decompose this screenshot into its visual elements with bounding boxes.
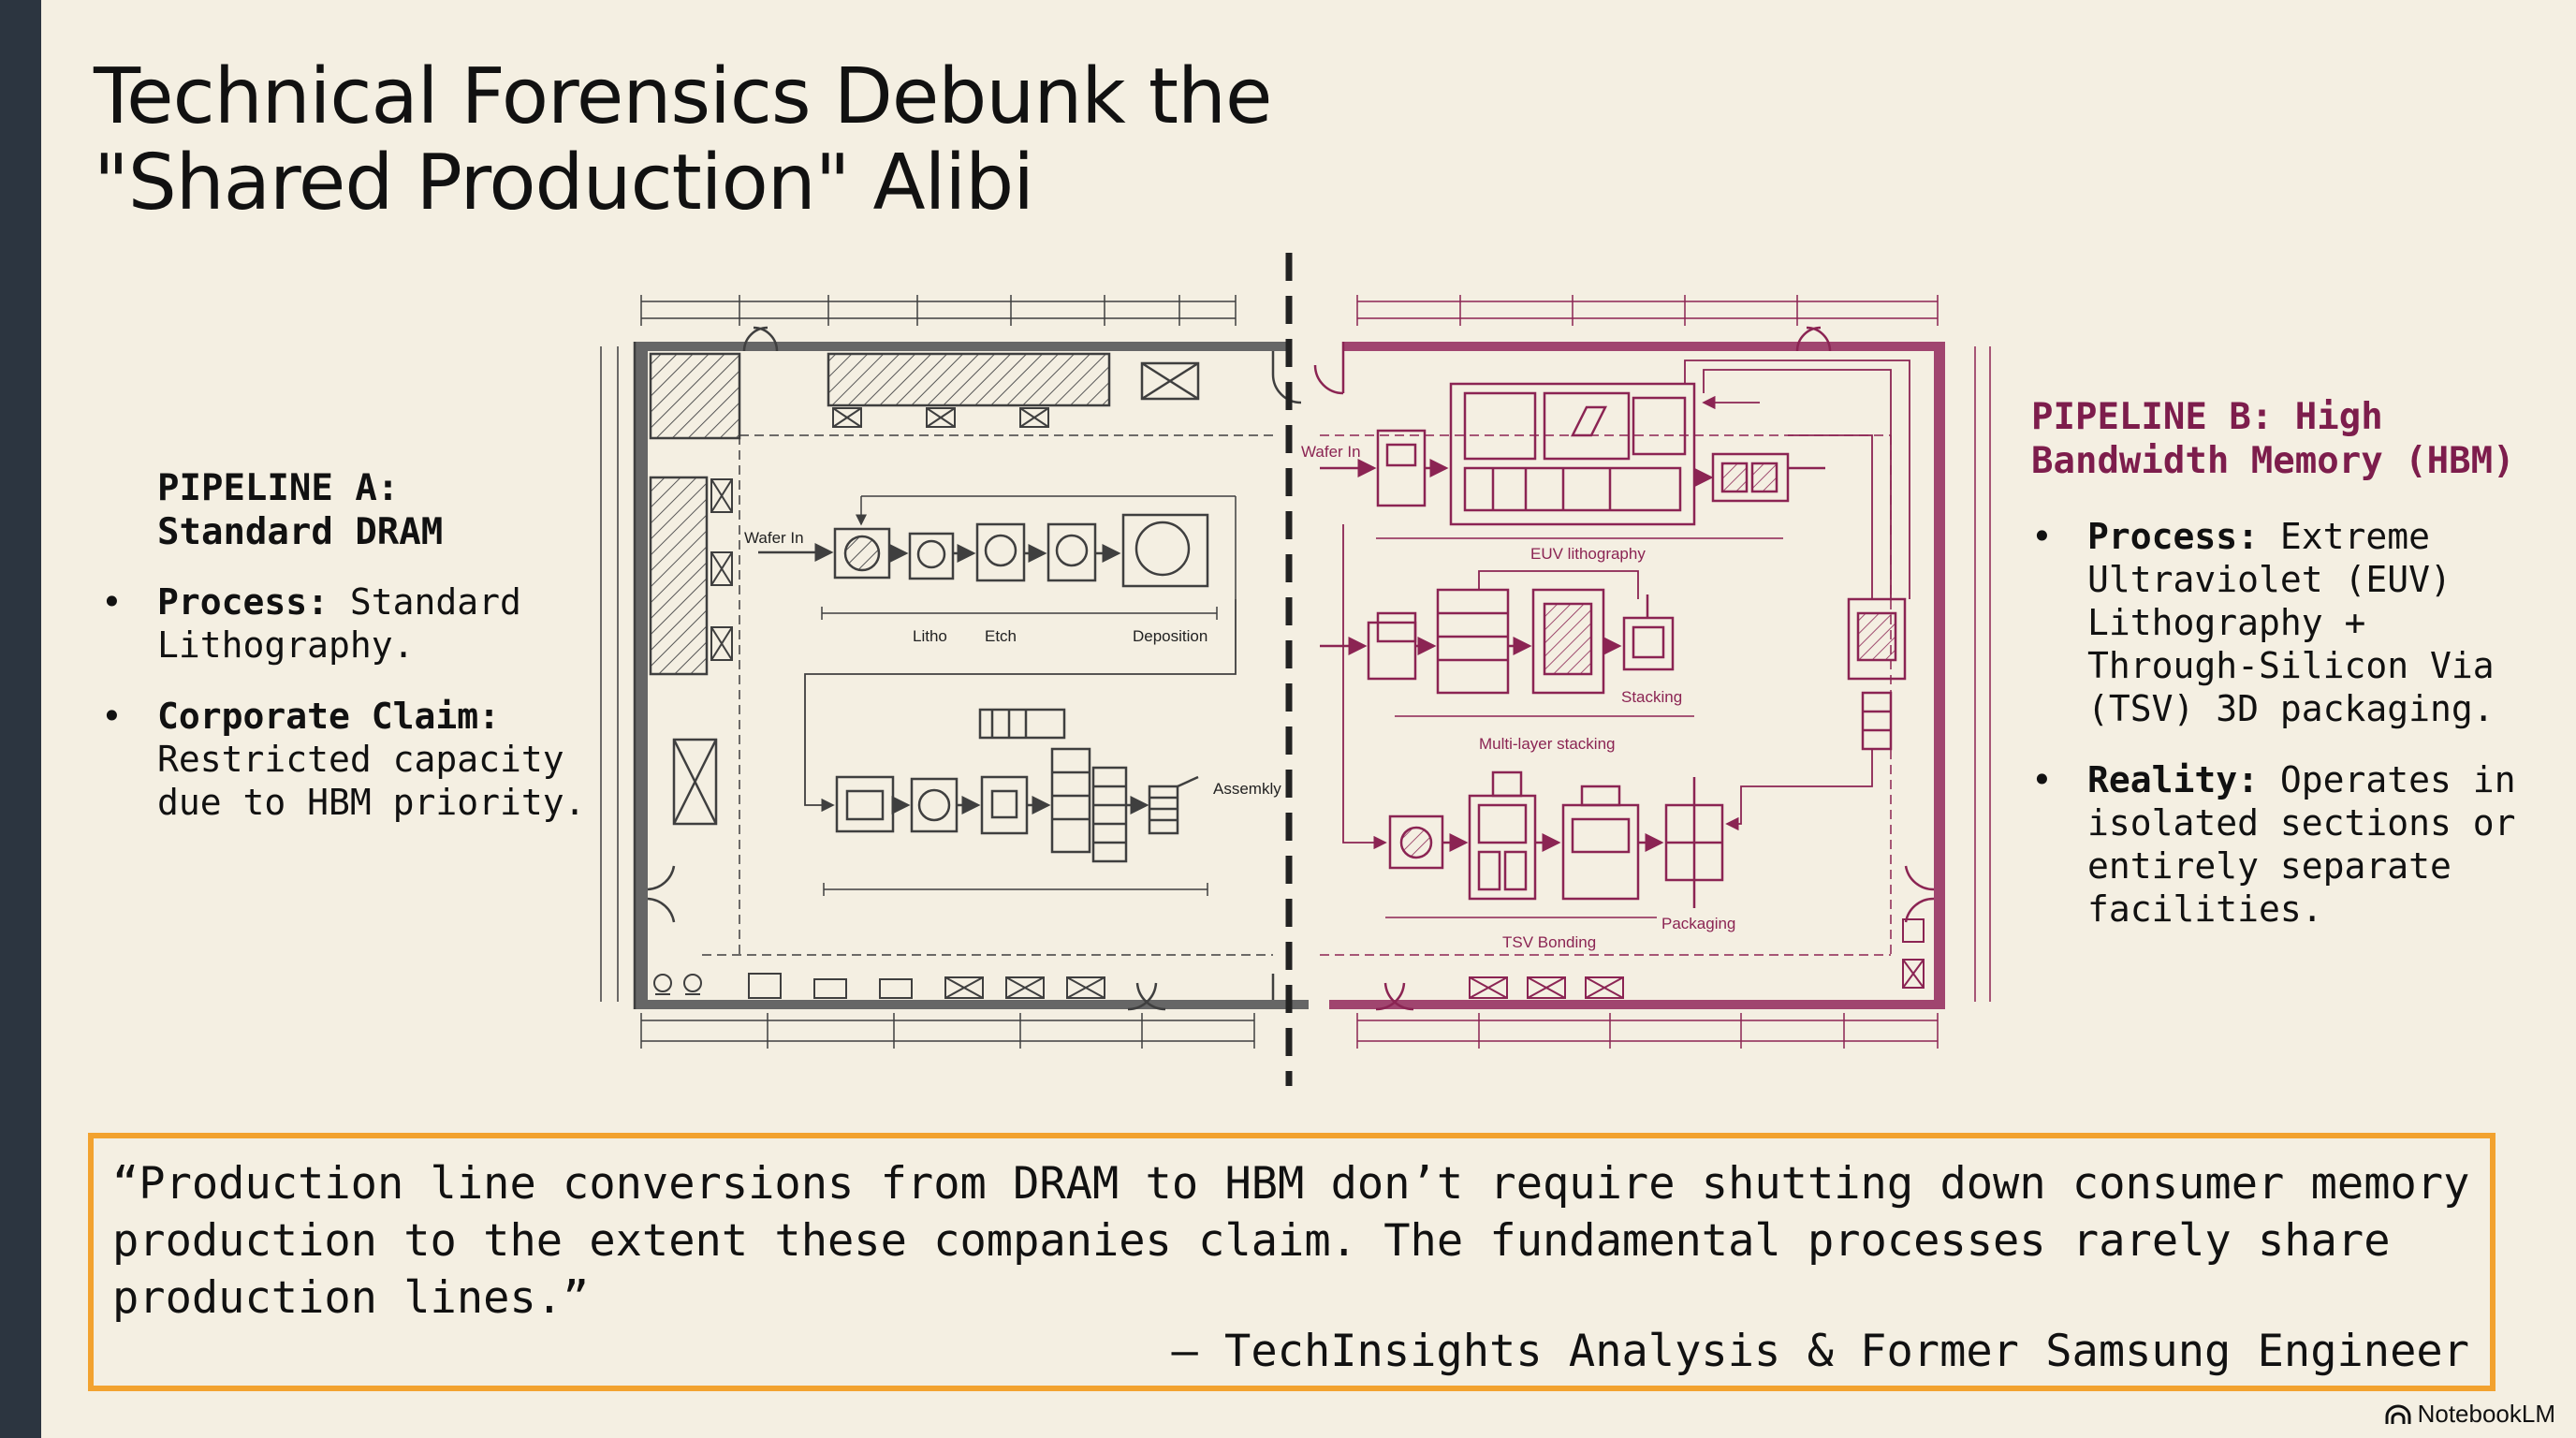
bullet-dot-icon: • [101,581,123,623]
bullet-text: Through-Silicon Via [2087,645,2495,686]
label-assembly: Assemkly [1213,780,1281,798]
label-multilayer-stacking: Multi-layer stacking [1479,735,1616,753]
bullet-text: isolated sections or [2087,802,2516,844]
label-wafer-in-a: Wafer In [744,529,804,547]
bullet-label: Reality: [2087,759,2260,800]
list-item: • Reality: Operates in isolated sections… [2031,758,2555,931]
pipeline-b-heading-line-1: PIPELINE B: High [2031,396,2383,438]
quote-text: “Production line conversions from DRAM t… [112,1155,2471,1327]
list-item: • Process: Standard Lithography. [101,580,588,667]
bullet-text: Extreme [2259,516,2431,557]
page-title: Technical Forensics Debunk the "Shared P… [94,54,1404,227]
label-etch: Etch [985,627,1017,645]
list-item: • Process: Extreme Ultraviolet (EUV) Lit… [2031,515,2555,730]
pipeline-b-panel: PIPELINE B: High Bandwidth Memory (HBM) … [2031,395,2555,931]
bullet-text: Ultraviolet (EUV) [2087,559,2452,600]
quote-attribution: – TechInsights Analysis & Former Samsung… [1171,1326,2469,1377]
label-litho: Litho [913,627,947,645]
quote-box: “Production line conversions from DRAM t… [88,1133,2496,1391]
brand-name: NotebookLM [2417,1400,2555,1428]
left-sidebar-bar [0,0,41,1438]
pipeline-b-labels: Wafer In EUV lithography Stacking Multi-… [1301,443,1735,951]
title-line-2: "Shared Production" Alibi [94,139,1034,227]
pipeline-a-heading-line-1: PIPELINE A: [157,467,400,509]
list-item: • Corporate Claim: Restricted capacity d… [101,695,588,824]
bullet-text: Operates in [2259,759,2516,800]
pipeline-a-floorplan [600,295,1309,1049]
label-deposition: Deposition [1133,627,1208,645]
pipeline-a-heading-line-2: Standard DRAM [157,511,444,553]
pipeline-a-labels: Wafer In Litho Etch Deposition Assemkly [744,529,1281,798]
bullet-text: Standard [329,581,521,623]
notebooklm-brand: NotebookLM [2384,1400,2555,1429]
bullet-label: Corporate Claim: [157,696,501,737]
bullet-text: Restricted capacity [157,739,564,780]
bullet-dot-icon: • [2031,516,2053,557]
bullet-text: Lithography. [157,624,415,666]
bullet-text: entirely separate [2087,845,2452,887]
quote-line-2: production to the extent these companies… [112,1215,2391,1267]
pipeline-a-heading: PIPELINE A: Standard DRAM [157,466,588,554]
notebooklm-logo-icon [2385,1404,2411,1424]
pipeline-a-panel: PIPELINE A: Standard DRAM • Process: Sta… [101,466,588,824]
bullet-text: Lithography + [2087,602,2366,643]
pipeline-b-bullets: • Process: Extreme Ultraviolet (EUV) Lit… [2031,515,2555,931]
bullet-dot-icon: • [101,696,123,737]
bullet-text: facilities. [2087,888,2323,930]
label-packaging: Packaging [1661,915,1735,932]
quote-line-3: production lines.” [112,1272,590,1324]
pipeline-b-heading: PIPELINE B: High Bandwidth Memory (HBM) [2031,395,2555,483]
bullet-text: (TSV) 3D packaging. [2087,688,2495,729]
bullet-text: due to HBM priority. [157,782,586,823]
pipeline-a-bullets: • Process: Standard Lithography. • Corpo… [101,580,588,824]
label-tsv-bonding: TSV Bonding [1502,933,1596,951]
bullet-label: Process: [2087,516,2260,557]
pipeline-b-heading-line-2: Bandwidth Memory (HBM) [2031,440,2515,482]
label-stacking: Stacking [1621,688,1682,706]
bullet-label: Process: [157,581,329,623]
label-wafer-in-b: Wafer In [1301,443,1361,461]
label-euv-lithography: EUV lithography [1530,545,1646,563]
quote-line-1: “Production line conversions from DRAM t… [112,1158,2470,1210]
factory-blueprint-diagram: Wafer In Litho Etch Deposition Assemkly [600,253,1991,1086]
bullet-dot-icon: • [2031,759,2053,800]
title-line-1: Technical Forensics Debunk the [94,52,1272,141]
pipeline-b-floorplan [1313,295,1991,1049]
